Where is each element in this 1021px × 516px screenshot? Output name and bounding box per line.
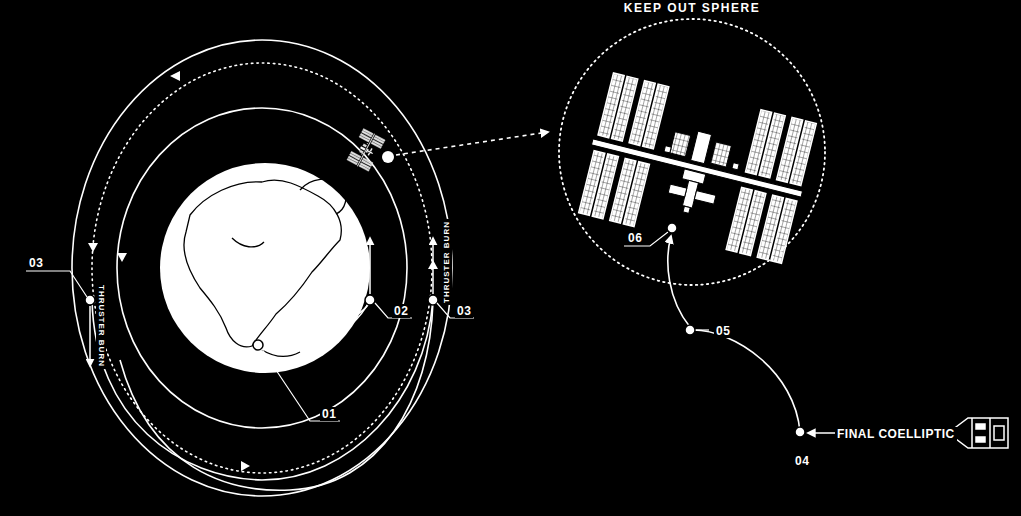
sphere-title: KEEP OUT SPHERE — [624, 1, 760, 15]
sphere-outline — [558, 18, 826, 286]
burn-label: THRUSTER BURN — [96, 283, 106, 369]
callout-number: 03 — [27, 256, 45, 270]
sphere-circle — [559, 19, 825, 285]
callout-number: 03 — [455, 304, 473, 318]
callout-number: 06 — [626, 231, 644, 245]
keep-out-sphere: KEEP OUT SPHERE — [558, 18, 826, 286]
callout-number: 04 — [793, 454, 811, 468]
phase-label: FINAL COELLIPTIC — [835, 427, 957, 441]
callout-number: 01 — [320, 407, 338, 421]
burn-label: THRUSTER BURN — [442, 219, 452, 305]
callout-number: 05 — [714, 324, 732, 338]
callout-number: 02 — [392, 304, 410, 318]
